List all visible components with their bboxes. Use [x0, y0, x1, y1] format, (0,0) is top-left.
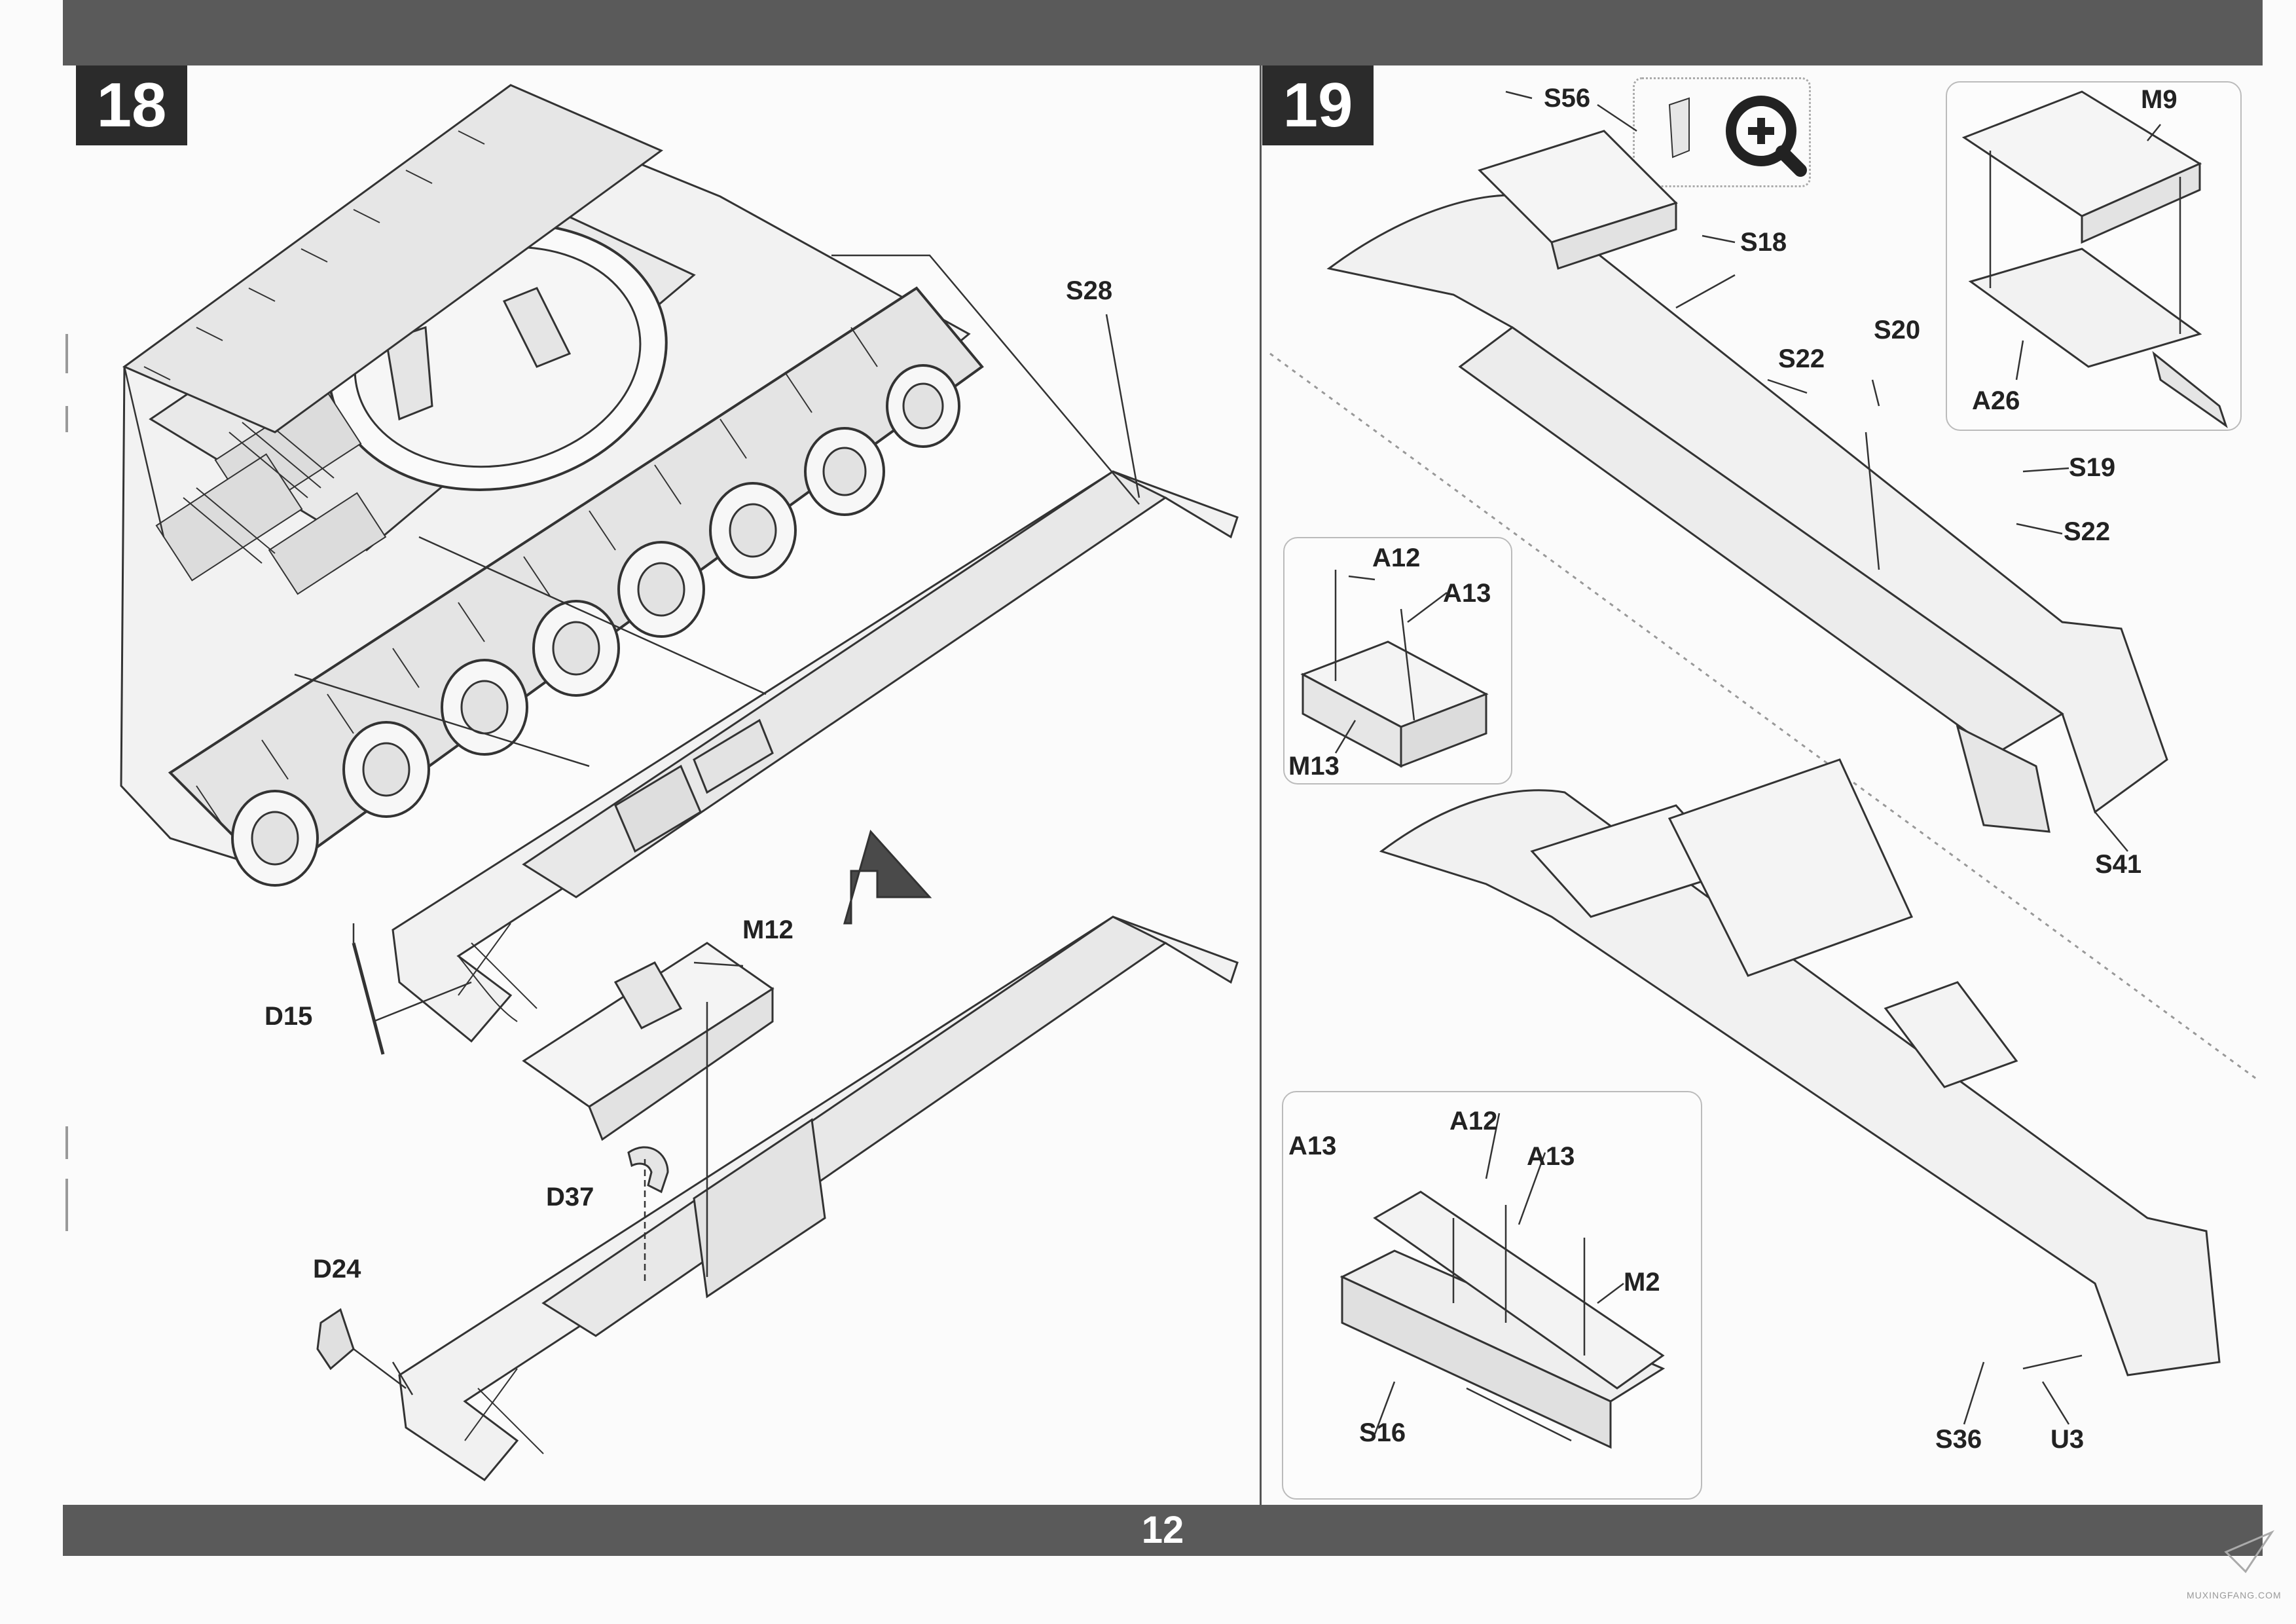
d24-part-drawing	[316, 1308, 355, 1371]
label-s56: S56	[1544, 84, 1591, 113]
m12-part-drawing	[522, 942, 774, 1141]
step19-leader-lines	[1334, 90, 2161, 1435]
fender-19-upper-drawing	[1326, 130, 2168, 833]
scan-edge-mark	[65, 1126, 68, 1159]
fender-19-lower-drawing	[1379, 758, 2221, 1376]
center-divider	[1260, 65, 1262, 1505]
label-a13-m2-inset-right: A13	[1527, 1142, 1575, 1171]
label-s16: S16	[1359, 1418, 1406, 1447]
direction-arrow	[843, 829, 932, 925]
dotted-separator	[1269, 352, 2259, 1082]
label-m2: M2	[1624, 1268, 1660, 1297]
label-u3: U3	[2050, 1425, 2085, 1454]
page-number: 12	[1141, 1509, 1184, 1551]
m9-part-drawing	[1961, 90, 2228, 428]
watermark-logo-icon	[2224, 1530, 2275, 1574]
scan-edge-mark	[65, 406, 68, 432]
tank-hull-drawing	[120, 84, 984, 887]
scan-edge-mark	[65, 334, 68, 373]
watermark-text: MUXINGFANG.COM	[2187, 1590, 2282, 1600]
label-a12-m13-inset: A12	[1372, 544, 1421, 572]
label-s22-lower: S22	[2064, 517, 2111, 546]
label-d24: D24	[313, 1255, 361, 1283]
bottom-bar: 12	[63, 1505, 2263, 1556]
label-m13: M13	[1288, 752, 1339, 781]
label-s18: S18	[1740, 228, 1787, 257]
label-s20: S20	[1874, 316, 1921, 344]
label-d15: D15	[264, 1002, 313, 1031]
label-s41: S41	[2095, 850, 2142, 879]
step-18-number: 18	[76, 65, 187, 145]
d15-part-drawing	[352, 942, 385, 1055]
step18-leader-lines	[123, 254, 1140, 1395]
m13-part-drawing	[1300, 570, 1489, 768]
fender-lower-drawing	[398, 915, 1239, 1481]
label-m12: M12	[742, 915, 793, 944]
label-s36: S36	[1935, 1425, 1982, 1454]
top-bar	[63, 0, 2263, 65]
label-a12-m2-inset: A12	[1449, 1107, 1498, 1135]
d37-part-drawing	[627, 1146, 669, 1194]
m2-part-drawing	[1339, 1190, 1666, 1449]
label-s19: S19	[2069, 453, 2116, 482]
zoom-detail-frame	[1633, 77, 1811, 187]
label-a26: A26	[1972, 386, 2020, 415]
fender-upper-drawing	[392, 470, 1239, 1043]
label-s28: S28	[1066, 276, 1113, 305]
zoom-in-icon	[1668, 96, 1807, 177]
label-a13-m2-inset-left: A13	[1288, 1132, 1337, 1160]
step-19-number: 19	[1262, 65, 1374, 145]
label-m9: M9	[2141, 85, 2178, 114]
label-d37: D37	[546, 1183, 594, 1211]
label-s22-upper: S22	[1778, 344, 1825, 373]
label-a13-m13-inset: A13	[1443, 579, 1491, 608]
scan-edge-mark	[65, 1179, 68, 1231]
